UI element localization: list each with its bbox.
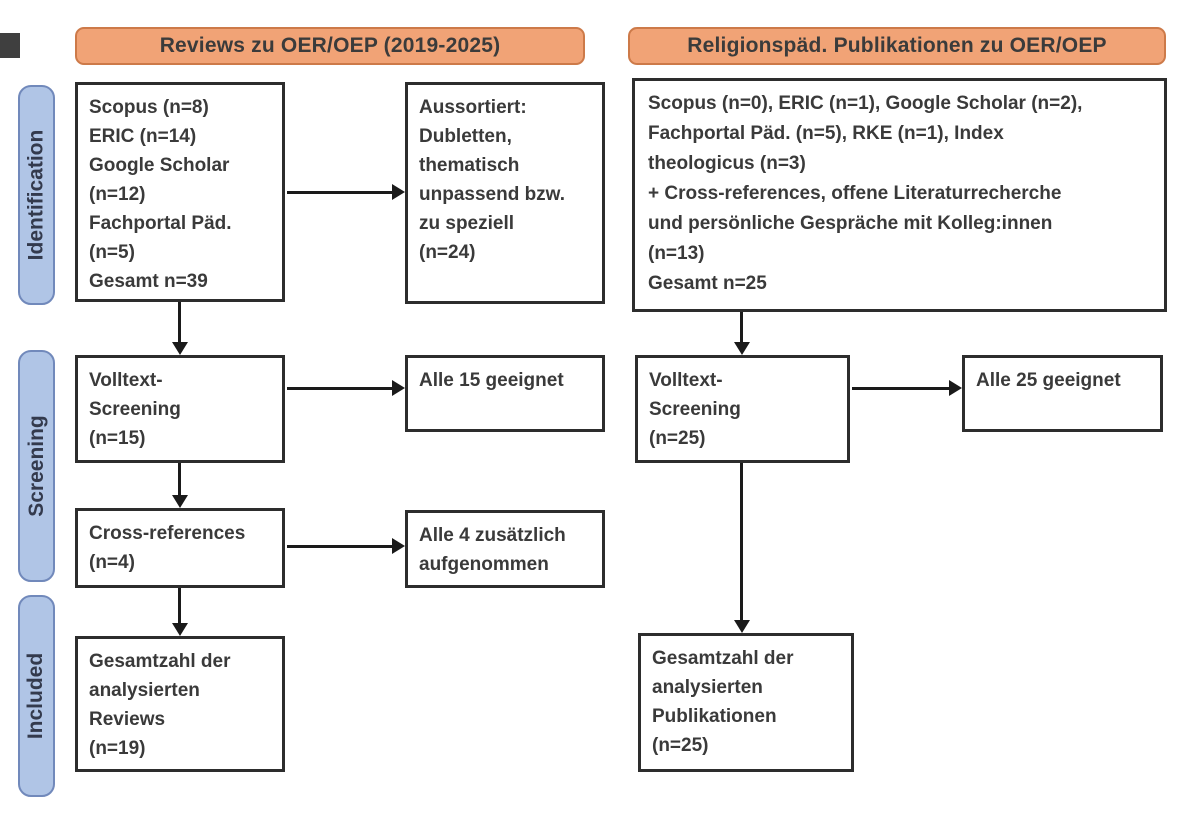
cropped-artifact bbox=[0, 33, 20, 58]
right-fulltext-screening-box: Volltext- Screening (n=25) bbox=[635, 355, 850, 463]
arrowhead-down-icon bbox=[734, 620, 750, 633]
arrowhead-right-icon bbox=[392, 184, 405, 200]
left-total-box: Gesamtzahl der analysierten Reviews (n=1… bbox=[75, 636, 285, 772]
arrowhead-right-icon bbox=[949, 380, 962, 396]
arrow-left-sources-to-fulltext bbox=[178, 302, 181, 342]
arrow-right-fulltext-to-total bbox=[740, 463, 743, 620]
stage-bar-identification: Identification bbox=[18, 85, 55, 305]
stage-label-included: Included bbox=[24, 652, 48, 740]
arrowhead-down-icon bbox=[734, 342, 750, 355]
arrow-left-fulltext-to-crossref bbox=[178, 463, 181, 495]
column-header-religionspaed: Religionspäd. Publikationen zu OER/OEP bbox=[628, 27, 1166, 65]
stage-bar-included: Included bbox=[18, 595, 55, 797]
right-total-box: Gesamtzahl der analysierten Publikatione… bbox=[638, 633, 854, 772]
arrow-left-sources-to-excluded bbox=[287, 191, 393, 194]
left-added-box: Alle 4 zusätzlich aufgenommen bbox=[405, 510, 605, 588]
left-crossreferences-box: Cross-references (n=4) bbox=[75, 508, 285, 588]
arrowhead-down-icon bbox=[172, 342, 188, 355]
column-header-reviews: Reviews zu OER/OEP (2019-2025) bbox=[75, 27, 585, 65]
arrowhead-down-icon bbox=[172, 623, 188, 636]
arrowhead-right-icon bbox=[392, 538, 405, 554]
arrow-left-fulltext-to-eligible bbox=[287, 387, 393, 390]
left-fulltext-screening-box: Volltext- Screening (n=15) bbox=[75, 355, 285, 463]
right-eligible-box: Alle 25 geeignet bbox=[962, 355, 1163, 432]
arrow-right-sources-to-fulltext bbox=[740, 312, 743, 342]
right-sources-box: Scopus (n=0), ERIC (n=1), Google Scholar… bbox=[632, 78, 1167, 312]
stage-bar-screening: Screening bbox=[18, 350, 55, 582]
arrowhead-right-icon bbox=[392, 380, 405, 396]
stage-label-identification: Identification bbox=[24, 129, 48, 261]
arrow-left-crossref-to-added bbox=[287, 545, 393, 548]
left-excluded-box: Aussortiert: Dubletten, thematisch unpas… bbox=[405, 82, 605, 304]
stage-label-screening: Screening bbox=[24, 415, 48, 517]
left-eligible-box: Alle 15 geeignet bbox=[405, 355, 605, 432]
arrowhead-down-icon bbox=[172, 495, 188, 508]
arrow-left-crossref-to-total bbox=[178, 588, 181, 623]
left-sources-box: Scopus (n=8) ERIC (n=14) Google Scholar … bbox=[75, 82, 285, 302]
arrow-right-fulltext-to-eligible bbox=[852, 387, 949, 390]
